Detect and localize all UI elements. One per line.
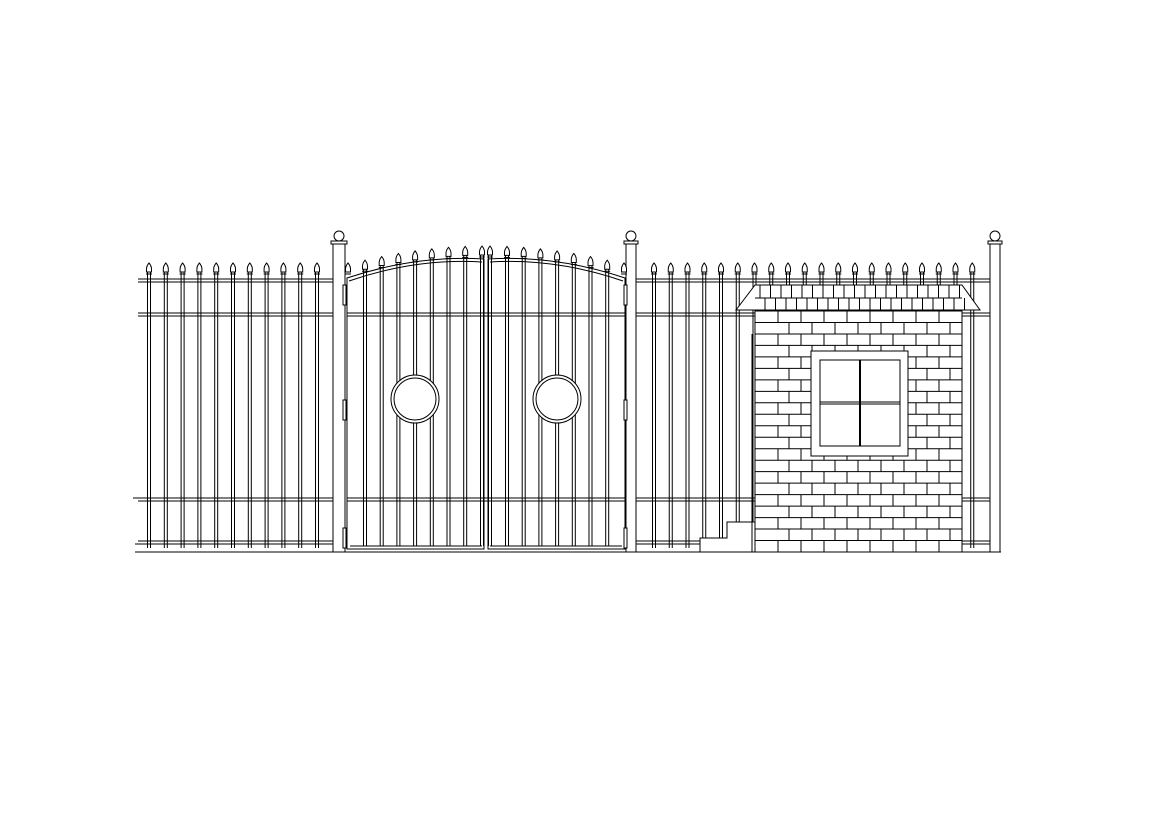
spear-tip (479, 245, 485, 256)
spear-tip (445, 246, 452, 257)
spear-tip (362, 259, 368, 270)
spear-tip (684, 262, 691, 273)
spear-tip (263, 262, 270, 273)
entry-steps (699, 334, 756, 553)
spear-tip (554, 250, 561, 261)
spear-tip (751, 262, 758, 273)
spear-tip (801, 262, 808, 273)
spear-tip (345, 262, 351, 273)
spear-tip (462, 245, 469, 256)
spear-tip (768, 262, 775, 273)
spear-tip (504, 245, 510, 256)
spear-tip (621, 262, 627, 273)
spear-tip (969, 262, 976, 273)
spear-tip (902, 262, 909, 273)
spear-tip (213, 262, 220, 273)
spear-tip (520, 246, 527, 257)
gate-hinge (342, 527, 347, 549)
gate-hinge (342, 399, 347, 421)
spear-tip (314, 262, 320, 273)
gate-hinge (623, 399, 628, 421)
spear-tip (651, 262, 657, 273)
spear-tip (885, 262, 892, 273)
gate-medallion-ring (532, 374, 582, 424)
spear-tip (734, 262, 741, 273)
spear-tip (587, 255, 594, 267)
right-end-post (987, 230, 1003, 553)
spear-tip (868, 262, 875, 273)
post-finial-ball (333, 230, 345, 242)
spear-tip (146, 262, 152, 273)
spear-tip (487, 245, 493, 256)
gate-medallion-inner (535, 377, 579, 421)
post-shaft (989, 243, 1001, 553)
left-fence-panel (133, 262, 333, 548)
spear-tip (162, 262, 169, 273)
spear-tip (667, 262, 674, 273)
spear-tip (604, 259, 611, 270)
spear-tip (537, 248, 544, 259)
spear-tip (935, 262, 942, 273)
spear-tip (919, 262, 925, 273)
spear-tip (835, 262, 842, 273)
left-gate-post (330, 230, 348, 553)
spear-tip (428, 248, 435, 259)
spear-tip (412, 250, 419, 261)
spear-tip (701, 262, 708, 273)
spear-tip (395, 252, 402, 263)
spear-tip (297, 262, 304, 273)
gate-medallion-ring (390, 374, 440, 424)
spear-tip (785, 262, 791, 273)
post-finial-ball (989, 230, 1001, 242)
gate-hinge (623, 527, 628, 549)
post-finial-ball (625, 230, 637, 242)
spear-tip (818, 262, 825, 273)
gate-right-top-rail (489, 260, 624, 282)
spear-tip (852, 262, 858, 273)
spear-tip (378, 255, 385, 267)
spear-tip (230, 262, 236, 273)
steps (699, 521, 756, 553)
spear-tip (280, 262, 287, 273)
gate-medallion-inner (393, 377, 437, 421)
spear-tip (179, 262, 186, 273)
spear-tip (570, 252, 577, 263)
spear-tip (196, 262, 203, 273)
gate-hinge (623, 284, 628, 306)
brick-guard-house (734, 284, 981, 553)
middle-gate-post (623, 230, 639, 553)
double-swing-gate (342, 245, 628, 550)
spear-tip (952, 262, 959, 273)
spear-tip (246, 262, 253, 273)
spear-tip (718, 262, 724, 273)
gate-hinge (342, 284, 347, 306)
